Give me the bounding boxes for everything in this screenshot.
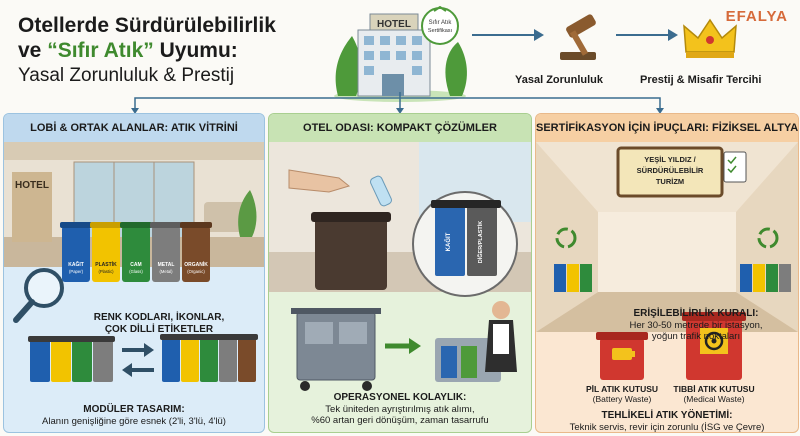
page-title-line1: Otellerde Sürdürülebilirlik bbox=[18, 14, 276, 37]
bin-paper-sub: (Paper) bbox=[69, 269, 84, 274]
swap-arrows-icon bbox=[122, 343, 154, 377]
modular-bin-set-right bbox=[160, 334, 258, 382]
bin-metal-label: METAL bbox=[158, 262, 175, 268]
lobby-caption-1-line2: ÇOK DİLLİ ETİKETLER bbox=[104, 323, 214, 335]
access-caption: ERİŞİLEBİLİRLİK KURALI: Her 30-50 metred… bbox=[596, 308, 796, 343]
hotel-building-icon: HOTEL Sıfır Atık Sertifikası bbox=[334, 6, 467, 102]
lobby-caption-2-title: MODÜLER TASARIM: bbox=[83, 404, 185, 415]
sign-line2: SÜRDÜRÜLEBİLİR bbox=[637, 166, 704, 175]
sign-line3: TURİZM bbox=[656, 177, 684, 186]
flow-arrow-2 bbox=[616, 29, 678, 41]
bin-plastic-label: PLASTİK bbox=[95, 261, 117, 268]
badge-line2: Sertifikası bbox=[428, 28, 452, 34]
access-caption-line1: Her 30-50 metrede bir istasyon, bbox=[629, 319, 763, 331]
panel-room: OTEL ODASI: KOMPAKT ÇÖZÜMLER KAĞIT bbox=[268, 113, 532, 433]
arrow-right-icon bbox=[385, 338, 421, 354]
medical-caption: TIBBİ ATIK KUTUSU (Medical Waste) bbox=[664, 384, 764, 404]
flow-label-legal: Yasal Zorunluluk bbox=[515, 74, 604, 86]
bin-glass: CAM (Glass) bbox=[120, 222, 152, 282]
corridor-bins-left bbox=[554, 264, 592, 292]
room-illustration: KAĞIT DİĞER/PLASTİK bbox=[269, 142, 531, 391]
title-highlight: “Sıfır Atık” bbox=[47, 39, 154, 62]
dual-bin-label-right: DİĞER/PLASTİK bbox=[476, 221, 484, 264]
bin-metal-sub: (Metal) bbox=[159, 269, 173, 274]
panel-certification-title: SERTİFİKASYON İÇİN İPUÇLARI: FİZİKSEL AL… bbox=[536, 114, 798, 142]
dual-bin-zoom: KAĞIT DİĞER/PLASTİK bbox=[412, 191, 518, 297]
lobby-hotel-sign: HOTEL bbox=[15, 180, 49, 191]
hazard-caption-body: Teknik servis, revir için zorunlu (İSG v… bbox=[569, 421, 765, 433]
corridor-illustration: YEŞİL YILDIZ / SÜRDÜRÜLEBİLİR TURİZM bbox=[536, 142, 798, 380]
bin-glass-label: CAM bbox=[130, 262, 141, 268]
lobby-caption-1-line1: RENK KODLARI, İKONLAR, bbox=[93, 312, 225, 323]
room-caption-line1: Tek üniteden ayrıştırılmış atık alımı, bbox=[325, 403, 475, 415]
flow-label-prestige: Prestij & Misafir Tercihi bbox=[640, 74, 762, 86]
battery-waste-bin bbox=[596, 332, 648, 380]
recycle-icon bbox=[555, 227, 577, 249]
hotel-sign-text: HOTEL bbox=[377, 19, 411, 30]
brand-logo: EFALYA bbox=[725, 8, 788, 25]
lobby-illustration: HOTEL KAĞIT (Paper) PLASTİK (Plastic) bbox=[4, 142, 264, 382]
certificate-badge-icon: Sıfır Atık Sertifikası bbox=[421, 6, 459, 45]
battery-icon bbox=[612, 348, 635, 360]
room-caption-line2: %60 artan geri dönüşüm, zaman tasarrufu bbox=[311, 415, 489, 426]
access-caption-title: ERİŞİLEBİLİRLİK KURALI: bbox=[633, 308, 759, 319]
badge-line1: Sıfır Atık bbox=[429, 20, 453, 26]
biohazard-icon bbox=[700, 328, 728, 354]
lobby-caption-2-body: Alanın genişliğine göre esnek (2'li, 3'l… bbox=[42, 415, 226, 427]
medical-waste-bin bbox=[682, 312, 746, 380]
battery-caption-sub: (Battery Waste) bbox=[592, 394, 652, 404]
modular-bin-set-left bbox=[28, 336, 115, 382]
bottle-icon bbox=[370, 175, 392, 207]
room-caption: OPERASYONEL KOLAYLIK: Tek üniteden ayrış… bbox=[269, 392, 531, 427]
corridor-bins-right bbox=[740, 264, 791, 292]
lobby-caption-1: RENK KODLARI, İKONLAR, ÇOK DİLLİ ETİKETL… bbox=[64, 312, 254, 335]
panel-room-title: OTEL ODASI: KOMPAKT ÇÖZÜMLER bbox=[269, 114, 531, 142]
room-waste-bin bbox=[311, 212, 391, 290]
certification-sign: YEŞİL YILDIZ / SÜRDÜRÜLEBİLİR TURİZM bbox=[616, 146, 724, 198]
bin-paper-label: KAĞIT bbox=[68, 260, 84, 268]
title-prefix: ve bbox=[18, 39, 48, 62]
bin-plastic-sub: (Plastic) bbox=[98, 269, 114, 274]
hazard-caption-title: TEHLİKELİ ATIK YÖNETİMİ: bbox=[601, 410, 733, 421]
gavel-icon bbox=[560, 14, 596, 60]
page-title-line2: ve “Sıfır Atık” Uyumu: bbox=[18, 39, 238, 63]
sign-line1: YEŞİL YILDIZ / bbox=[644, 155, 696, 164]
flow-arrow-1 bbox=[472, 29, 544, 41]
housekeeper-icon bbox=[435, 301, 517, 382]
panel-certification: SERTİFİKASYON İÇİN İPUÇLARI: FİZİKSEL AL… bbox=[535, 113, 799, 433]
battery-caption: PİL ATIK KUTUSU (Battery Waste) bbox=[572, 384, 672, 404]
bin-plastic: PLASTİK (Plastic) bbox=[90, 222, 122, 282]
medical-caption-sub: (Medical Waste) bbox=[683, 394, 745, 404]
page-subtitle: Yasal Zorunluluk & Prestij bbox=[18, 65, 235, 86]
bin-organic-sub: (Organic) bbox=[187, 269, 205, 274]
bin-organic-label: ORGANİK bbox=[184, 261, 208, 268]
crown-icon bbox=[683, 18, 737, 58]
medical-caption-title: TIBBİ ATIK KUTUSU bbox=[673, 384, 755, 394]
cleaning-cart-icon bbox=[291, 308, 381, 391]
title-suffix: Uyumu: bbox=[153, 39, 238, 62]
bin-glass-sub: (Glass) bbox=[129, 269, 143, 274]
room-caption-title: OPERASYONEL KOLAYLIK: bbox=[333, 392, 467, 403]
bin-metal: METAL (Metal) bbox=[150, 222, 182, 282]
dual-bin-label-left: KAĞIT bbox=[444, 232, 452, 251]
connector-lines bbox=[131, 92, 664, 114]
panel-lobby-title: LOBİ & ORTAK ALANLAR: ATIK VİTRİNİ bbox=[4, 114, 264, 142]
access-caption-line2: yoğun trafik noktaları bbox=[651, 331, 741, 342]
bin-organic: ORGANİK (Organic) bbox=[180, 222, 212, 282]
recycling-bin-row: KAĞIT (Paper) PLASTİK (Plastic) CAM (Gla… bbox=[60, 222, 212, 282]
bin-paper: KAĞIT (Paper) bbox=[60, 222, 92, 282]
hazard-caption: TEHLİKELİ ATIK YÖNETİMİ: Teknik servis, … bbox=[536, 410, 798, 433]
recycle-icon-2 bbox=[757, 227, 779, 249]
panel-lobby: LOBİ & ORTAK ALANLAR: ATIK VİTRİNİ HOTEL… bbox=[3, 113, 265, 433]
battery-caption-title: PİL ATIK KUTUSU bbox=[585, 384, 659, 394]
checklist-icon bbox=[723, 151, 747, 183]
magnifier-icon bbox=[13, 268, 64, 323]
lobby-caption-2: MODÜLER TASARIM: Alanın genişliğine göre… bbox=[4, 404, 264, 427]
